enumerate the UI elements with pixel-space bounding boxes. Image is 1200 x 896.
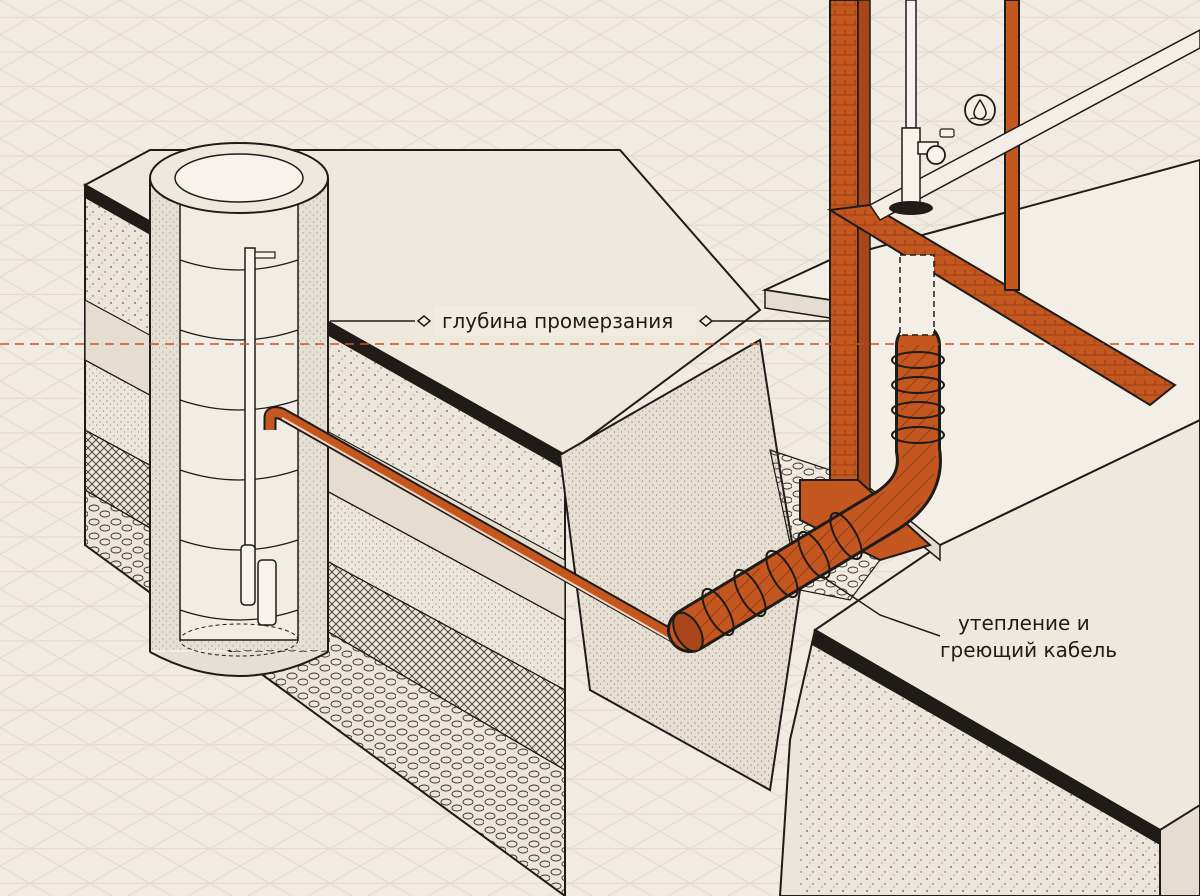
water-drop-icon <box>964 94 996 126</box>
insulation-label-line2: греющий кабель <box>940 638 1117 662</box>
insulation-label-line1: утепление и <box>958 611 1090 635</box>
supply-pipe <box>263 406 684 646</box>
trench-cutaway <box>558 338 881 792</box>
right-ground-block <box>778 418 1200 896</box>
house-riser <box>889 0 955 336</box>
frost-label-bg <box>434 306 696 336</box>
well-shaft <box>149 142 329 677</box>
insulated-pipe-section <box>667 322 945 653</box>
insulation-leader <box>819 574 941 637</box>
frost-depth-leader <box>330 315 830 327</box>
frost-depth-label: глубина промерзания <box>442 309 673 333</box>
